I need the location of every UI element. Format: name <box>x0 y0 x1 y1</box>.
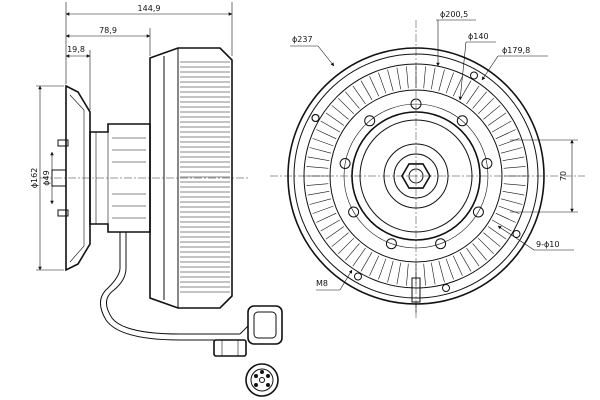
fin-ring-inner <box>329 89 503 263</box>
svg-text:70: 70 <box>559 171 568 181</box>
mounting-screw <box>354 272 362 281</box>
svg-text:9-ϕ10: 9-ϕ10 <box>536 240 559 249</box>
hub-boss-inner <box>393 153 439 199</box>
bolt-hole <box>364 115 376 127</box>
dimension-flange-length: 19,8 <box>65 45 91 110</box>
radial-fins <box>306 66 526 286</box>
label-phi-200-5: ϕ200,5 <box>436 10 476 67</box>
svg-text:ϕ237: ϕ237 <box>292 35 313 44</box>
label-thread-m8: M8 <box>316 269 353 291</box>
connector-face <box>245 363 279 397</box>
fin-ring-outer <box>303 63 529 289</box>
hub-disc <box>351 111 481 241</box>
hub-boss <box>383 143 449 209</box>
label-holes-9-phi-10: 9-ϕ10 <box>497 225 574 251</box>
mounting-screw <box>311 114 320 122</box>
bolt-hole <box>348 206 360 218</box>
center-bore <box>408 168 424 184</box>
bolt-hole <box>435 238 447 250</box>
bolt-hole <box>339 158 351 169</box>
outer-rim-inner <box>293 53 539 299</box>
mounting-screw <box>442 284 450 292</box>
hub-disc-inner <box>359 119 473 233</box>
dimension-diameter-49: ϕ49 <box>42 151 54 205</box>
label-phi-237: ϕ237 <box>290 35 335 67</box>
front-view: ϕ237 ϕ200,5 ϕ140 ϕ179,8 70 9-ϕ10 <box>270 10 585 318</box>
sensor-cable <box>106 232 240 335</box>
bolt-hole <box>456 115 468 127</box>
bolt-hole <box>385 238 397 250</box>
center-hex-nut <box>401 163 431 189</box>
dimension-overall-length: 144,9 <box>65 2 233 84</box>
dim-phi-49: ϕ49 <box>42 170 51 185</box>
bolt-hole <box>410 98 422 110</box>
clutch-housing <box>149 47 233 309</box>
dim-19-8: 19,8 <box>67 45 85 54</box>
dimension-hub-length: 78,9 <box>65 26 151 56</box>
mounting-screw <box>512 230 521 238</box>
mounting-screw <box>470 71 478 80</box>
hub-ribs <box>112 137 146 219</box>
flange-inner-edge <box>69 94 85 263</box>
dimension-diameter-162: ϕ162 <box>30 85 64 271</box>
label-phi-140: ϕ140 <box>458 32 496 101</box>
svg-text:ϕ140: ϕ140 <box>468 32 489 41</box>
mounting-screws <box>311 71 521 292</box>
cooling-fins <box>180 61 230 293</box>
flange-plate <box>65 84 91 272</box>
label-phi-179-8: ϕ179,8 <box>481 46 548 81</box>
sensor-cable-outer <box>100 232 240 341</box>
dim-phi-162: ϕ162 <box>30 168 39 189</box>
bolt-circle <box>343 103 489 249</box>
bolt-hole <box>481 158 493 169</box>
svg-text:ϕ179,8: ϕ179,8 <box>502 46 530 55</box>
bolt-hole <box>472 206 484 218</box>
dim-144-9: 144,9 <box>138 4 161 13</box>
cable-connector <box>213 305 283 357</box>
label-height-70: 70 <box>510 139 578 213</box>
svg-text:M8: M8 <box>316 279 328 288</box>
sensor-pin <box>411 277 421 314</box>
side-view: 144,9 78,9 19,8 ϕ162 ϕ49 <box>30 2 283 397</box>
dim-78-9: 78,9 <box>99 26 117 35</box>
bolt-holes <box>339 98 493 250</box>
svg-text:ϕ200,5: ϕ200,5 <box>440 10 468 19</box>
